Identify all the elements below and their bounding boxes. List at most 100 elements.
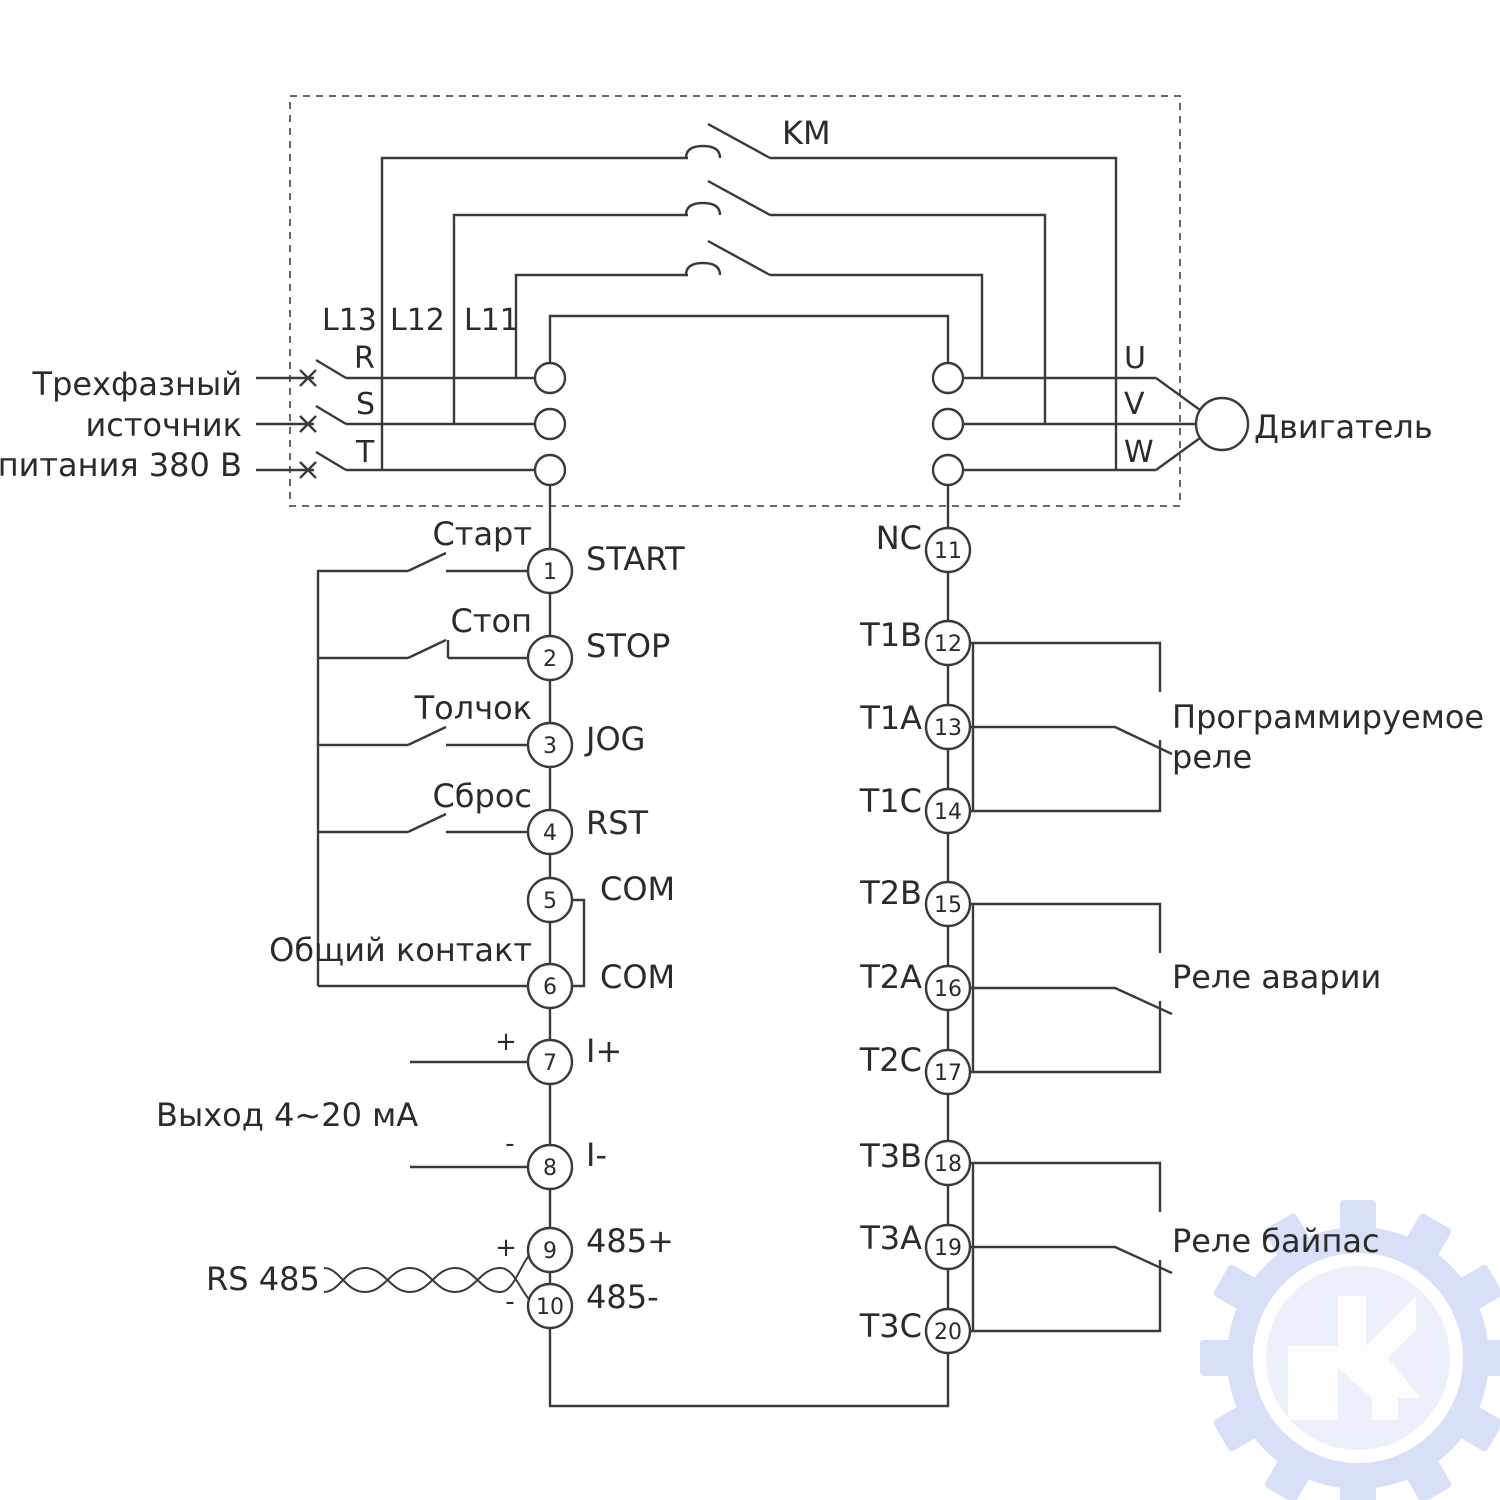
terminal-17 bbox=[924, 1048, 972, 1096]
supply-label-line1: Трехфазный bbox=[32, 365, 242, 403]
terminal-5 bbox=[526, 876, 574, 924]
terminal-14-number: 14 bbox=[934, 800, 962, 825]
terminal-2-name: STOP bbox=[586, 627, 670, 665]
terminal-11 bbox=[924, 526, 972, 574]
motor-symbol bbox=[1194, 396, 1250, 452]
terminal-6 bbox=[526, 962, 574, 1010]
terminal-19-name: T3A bbox=[859, 1219, 922, 1257]
terminal-12-name: T1B bbox=[859, 616, 922, 654]
line-label-l12: L12 bbox=[390, 303, 445, 338]
rs485-label: RS 485 bbox=[206, 1260, 320, 1298]
km-label: KM bbox=[782, 114, 831, 152]
terminal-2 bbox=[526, 634, 574, 682]
terminal-17-number: 17 bbox=[934, 1061, 962, 1086]
terminal-3-name: JOG bbox=[584, 720, 645, 758]
terminal-10 bbox=[526, 1282, 574, 1330]
current-output-label: Выход 4~20 мА bbox=[156, 1096, 418, 1134]
terminal-16 bbox=[924, 964, 972, 1012]
terminal-4-name: RST bbox=[586, 804, 649, 842]
i-minus-sign: - bbox=[505, 1129, 514, 1159]
power-terminal-s bbox=[533, 407, 567, 441]
terminal-13-name: T1A bbox=[859, 699, 922, 737]
output-label-w: W bbox=[1124, 435, 1154, 470]
alarm-relay-label: Реле аварии bbox=[1172, 958, 1381, 996]
terminal-19 bbox=[924, 1223, 972, 1271]
terminal-5-number: 5 bbox=[543, 889, 557, 914]
terminal-19-number: 19 bbox=[934, 1236, 962, 1261]
terminal-13-number: 13 bbox=[934, 716, 962, 741]
bypass-relay-label: Реле байпас bbox=[1172, 1222, 1380, 1260]
supply-wiring bbox=[256, 358, 534, 479]
gear-logo-icon bbox=[1200, 1200, 1500, 1500]
terminal-20 bbox=[924, 1307, 972, 1355]
terminal-13 bbox=[924, 703, 972, 751]
rs485-plus-sign: + bbox=[495, 1233, 517, 1263]
motor-label: Двигатель bbox=[1254, 408, 1433, 446]
control-loop bbox=[548, 485, 950, 1408]
terminal-1 bbox=[526, 547, 574, 595]
terminal-7-name: I+ bbox=[586, 1032, 622, 1070]
terminal-11-number: 11 bbox=[934, 539, 962, 564]
power-terminal-r bbox=[533, 361, 567, 395]
terminal-9-number: 9 bbox=[543, 1239, 557, 1264]
power-terminal-u bbox=[931, 361, 965, 395]
output-label-u: U bbox=[1124, 341, 1146, 376]
terminal-7-number: 7 bbox=[543, 1051, 557, 1076]
terminal-12 bbox=[924, 619, 972, 667]
terminal-5-name: COM bbox=[600, 870, 675, 908]
supply-label-line2: источник bbox=[85, 406, 242, 444]
line-label-l11: L11 bbox=[464, 303, 519, 338]
terminal-16-name: T2A bbox=[859, 958, 922, 996]
terminal-6-name: COM bbox=[600, 958, 675, 996]
left-control-wiring bbox=[316, 551, 586, 1169]
terminal-14-name: T1C bbox=[859, 782, 922, 820]
terminal-18-name: T3B bbox=[859, 1137, 922, 1175]
bypass-wiring bbox=[380, 122, 1118, 470]
power-terminal-w bbox=[931, 453, 965, 487]
terminal-3-number: 3 bbox=[543, 734, 557, 759]
stop-button-label: Стоп bbox=[451, 602, 532, 640]
motor-wiring bbox=[963, 376, 1201, 472]
terminal-4-number: 4 bbox=[543, 821, 557, 846]
jog-button-label: Толчок bbox=[414, 689, 532, 727]
power-terminal-t bbox=[533, 453, 567, 487]
input-label-s: S bbox=[356, 387, 375, 422]
terminal-18 bbox=[924, 1139, 972, 1187]
terminal-4 bbox=[526, 808, 574, 856]
terminal-8-name: I- bbox=[586, 1136, 607, 1174]
terminal-18-number: 18 bbox=[934, 1152, 962, 1177]
terminal-1-number: 1 bbox=[543, 560, 557, 585]
terminal-15-name: T2B bbox=[859, 874, 922, 912]
right-terminal-block bbox=[924, 526, 972, 1355]
terminal-20-number: 20 bbox=[934, 1320, 962, 1345]
terminal-10-number: 10 bbox=[536, 1295, 564, 1320]
terminal-8-number: 8 bbox=[543, 1156, 557, 1181]
terminal-9-name: 485+ bbox=[586, 1222, 674, 1260]
start-button-label: Старт bbox=[432, 515, 532, 553]
terminal-2-number: 2 bbox=[543, 647, 557, 672]
terminal-15-number: 15 bbox=[934, 893, 962, 918]
programmable-relay-label-line1: Программируемое bbox=[1172, 698, 1484, 736]
supply-label-line3: питания 380 В bbox=[0, 446, 242, 484]
bypass-enclosure bbox=[289, 95, 1181, 507]
programmable-relay-label-line2: реле bbox=[1172, 738, 1252, 776]
terminal-8 bbox=[526, 1143, 574, 1191]
terminal-6-number: 6 bbox=[543, 975, 557, 1000]
power-terminal-v bbox=[931, 407, 965, 441]
relay-wiring bbox=[970, 641, 1173, 1333]
reset-button-label: Сброс bbox=[432, 777, 532, 815]
terminal-7 bbox=[526, 1038, 574, 1086]
terminal-9 bbox=[526, 1226, 574, 1274]
output-label-v: V bbox=[1124, 387, 1145, 422]
terminal-10-name: 485- bbox=[586, 1278, 659, 1316]
i-plus-sign: + bbox=[495, 1027, 517, 1057]
terminal-3 bbox=[526, 721, 574, 769]
left-terminal-block bbox=[526, 547, 574, 1330]
terminal-1-name: START bbox=[586, 540, 685, 578]
terminal-16-number: 16 bbox=[934, 977, 962, 1002]
input-label-r: R bbox=[354, 341, 375, 376]
terminal-15 bbox=[924, 880, 972, 928]
common-contact-label: Общий контакт bbox=[269, 931, 532, 969]
terminal-14 bbox=[924, 787, 972, 835]
